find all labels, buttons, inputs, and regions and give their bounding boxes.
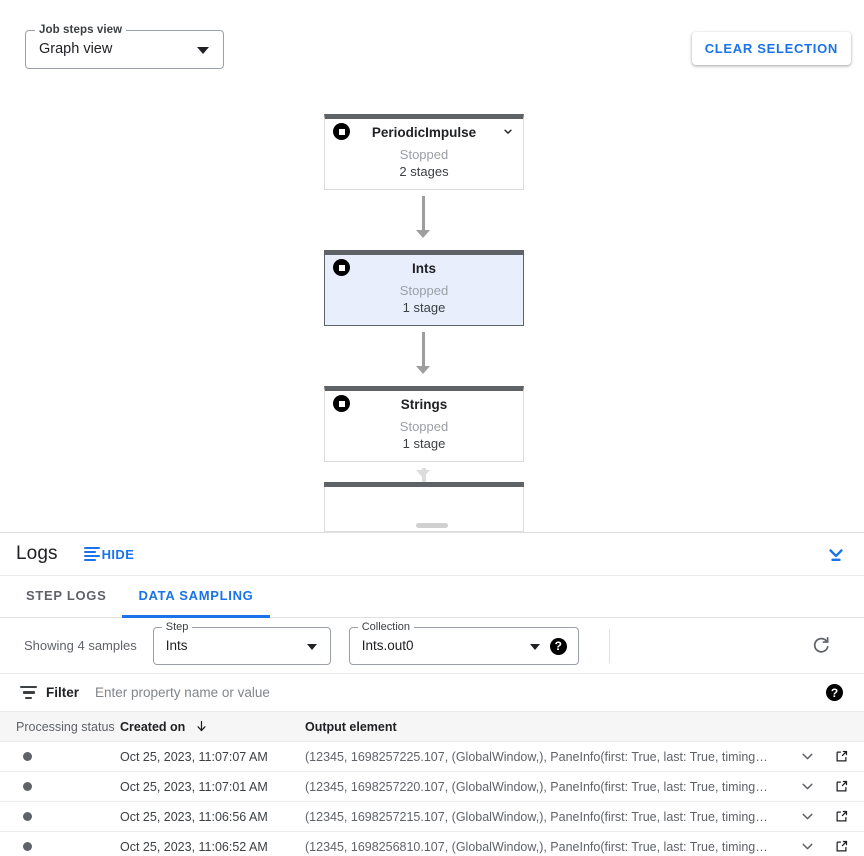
status-dot-icon xyxy=(23,842,32,851)
open-in-new-icon[interactable] xyxy=(832,838,850,856)
step-select[interactable]: Step Ints xyxy=(152,620,331,665)
chevron-down-icon[interactable] xyxy=(501,125,515,139)
chevron-down-icon xyxy=(197,47,209,54)
job-steps-view-value: Graph view xyxy=(39,41,113,57)
output-element-cell: (12345, 1698256810.107, (GlobalWindow,),… xyxy=(305,839,768,854)
panel-resize-handle[interactable] xyxy=(416,523,448,528)
table-header-row: Processing status Created on Output elem… xyxy=(0,712,864,742)
hide-logs-label: HIDE xyxy=(101,546,135,562)
collapse-panel-icon[interactable] xyxy=(824,543,848,567)
graph-toolbar: Job steps view Graph view CLEAR SELECTIO… xyxy=(0,0,864,96)
collection-select[interactable]: Collection Ints.out0 ? xyxy=(348,620,579,665)
expand-row-chevron-icon[interactable] xyxy=(798,838,816,856)
processing-status-cell xyxy=(0,812,120,821)
graph-node-ints[interactable]: Ints Stopped 1 stage xyxy=(324,250,524,326)
status-dot-icon xyxy=(23,782,32,791)
node-stages: 1 stage xyxy=(402,300,446,315)
node-title: Ints xyxy=(411,261,436,276)
graph-edge-arrow xyxy=(416,230,430,238)
column-header-created-on-label: Created on xyxy=(120,719,186,734)
node-title: PeriodicImpulse xyxy=(371,125,477,140)
open-in-new-icon[interactable] xyxy=(832,808,850,826)
column-header-created-on[interactable]: Created on xyxy=(120,719,305,734)
node-status: Stopped xyxy=(399,419,449,434)
hide-logs-button[interactable]: HIDE xyxy=(83,546,135,562)
created-on-cell: Oct 25, 2023, 11:06:56 AM xyxy=(120,809,268,824)
node-stages: 1 stage xyxy=(402,436,446,451)
created-on-cell: Oct 25, 2023, 11:06:52 AM xyxy=(120,839,268,854)
column-header-output-element[interactable]: Output element xyxy=(305,719,397,734)
table-row[interactable]: Oct 25, 2023, 11:07:01 AM (12345, 169825… xyxy=(0,772,864,802)
filter-input[interactable] xyxy=(93,684,524,701)
node-status: Stopped xyxy=(399,283,449,298)
step-select-label: Step xyxy=(161,620,193,633)
created-on-cell: Oct 25, 2023, 11:07:01 AM xyxy=(120,779,268,794)
help-icon[interactable]: ? xyxy=(826,684,843,701)
help-icon[interactable]: ? xyxy=(549,637,567,655)
node-status: Stopped xyxy=(399,147,449,162)
row-actions xyxy=(798,748,864,766)
collection-select-value: Ints.out0 xyxy=(361,637,414,653)
sort-descending-icon xyxy=(194,719,209,734)
node-stages: 2 stages xyxy=(399,164,449,179)
graph-node-partial-bar[interactable] xyxy=(324,482,524,487)
status-dot-icon xyxy=(23,752,32,761)
table-row[interactable]: Oct 25, 2023, 11:06:52 AM (12345, 169825… xyxy=(0,832,864,856)
row-actions xyxy=(798,778,864,796)
output-element-cell: (12345, 1698257220.107, (GlobalWindow,),… xyxy=(305,779,768,794)
stop-icon xyxy=(333,123,350,140)
logs-title: Logs xyxy=(16,543,58,564)
filter-bar: Filter ? xyxy=(0,674,864,712)
step-select-value: Ints xyxy=(165,637,188,653)
stop-icon xyxy=(333,395,350,412)
row-actions xyxy=(798,808,864,826)
open-in-new-icon[interactable] xyxy=(832,778,850,796)
row-actions xyxy=(798,838,864,856)
refresh-icon[interactable] xyxy=(810,634,834,658)
logs-tabs: STEP LOGS DATA SAMPLING xyxy=(0,576,864,618)
expand-row-chevron-icon[interactable] xyxy=(798,808,816,826)
graph-node-periodicimpulse[interactable]: PeriodicImpulse Stopped 2 stages xyxy=(324,114,524,190)
job-graph-panel: Job steps view Graph view CLEAR SELECTIO… xyxy=(0,0,864,532)
expand-row-chevron-icon[interactable] xyxy=(798,778,816,796)
chevron-down-icon xyxy=(306,643,317,650)
showing-samples-label: Showing 4 samples xyxy=(24,638,137,653)
table-row[interactable]: Oct 25, 2023, 11:07:07 AM (12345, 169825… xyxy=(0,742,864,772)
collection-select-label: Collection xyxy=(357,620,415,633)
open-in-new-icon[interactable] xyxy=(832,748,850,766)
expand-row-chevron-icon[interactable] xyxy=(798,748,816,766)
status-dot-icon xyxy=(23,812,32,821)
output-element-cell: (12345, 1698257225.107, (GlobalWindow,),… xyxy=(305,749,768,764)
sampling-controls-bar: Showing 4 samples Step Ints Collection I… xyxy=(0,618,864,674)
graph-node-strings[interactable]: Strings Stopped 1 stage xyxy=(324,386,524,462)
processing-status-cell xyxy=(0,842,120,851)
clear-selection-button[interactable]: CLEAR SELECTION xyxy=(691,32,851,65)
list-lines-icon xyxy=(83,547,100,561)
graph-edge xyxy=(422,196,425,233)
graph-edge-arrow xyxy=(416,366,430,374)
table-row[interactable]: Oct 25, 2023, 11:06:56 AM (12345, 169825… xyxy=(0,802,864,832)
stop-icon xyxy=(333,259,350,276)
created-on-cell: Oct 25, 2023, 11:07:07 AM xyxy=(120,749,268,764)
filter-icon xyxy=(20,686,37,699)
job-steps-view-label: Job steps view xyxy=(35,24,127,36)
logs-panel: Logs HIDE STEP LOGS DATA SAMPLING Showin… xyxy=(0,532,864,856)
filter-label: Filter xyxy=(46,685,80,700)
processing-status-cell xyxy=(0,752,120,761)
node-title: Strings xyxy=(400,397,448,412)
output-element-cell: (12345, 1698257215.107, (GlobalWindow,),… xyxy=(305,809,768,824)
samples-table: Processing status Created on Output elem… xyxy=(0,712,864,856)
tab-step-logs[interactable]: STEP LOGS xyxy=(26,588,107,603)
graph-edge-arrow xyxy=(416,470,430,478)
column-header-processing-status[interactable]: Processing status xyxy=(16,719,115,734)
job-steps-view-select[interactable]: Job steps view Graph view xyxy=(25,24,224,69)
graph-canvas[interactable]: PeriodicImpulse Stopped 2 stages Ints St… xyxy=(0,96,864,532)
processing-status-cell xyxy=(0,782,120,791)
chevron-down-icon xyxy=(529,643,540,650)
vertical-divider xyxy=(608,628,610,663)
graph-edge xyxy=(422,332,425,369)
tab-data-sampling[interactable]: DATA SAMPLING xyxy=(122,576,270,618)
logs-header: Logs HIDE xyxy=(0,533,864,576)
